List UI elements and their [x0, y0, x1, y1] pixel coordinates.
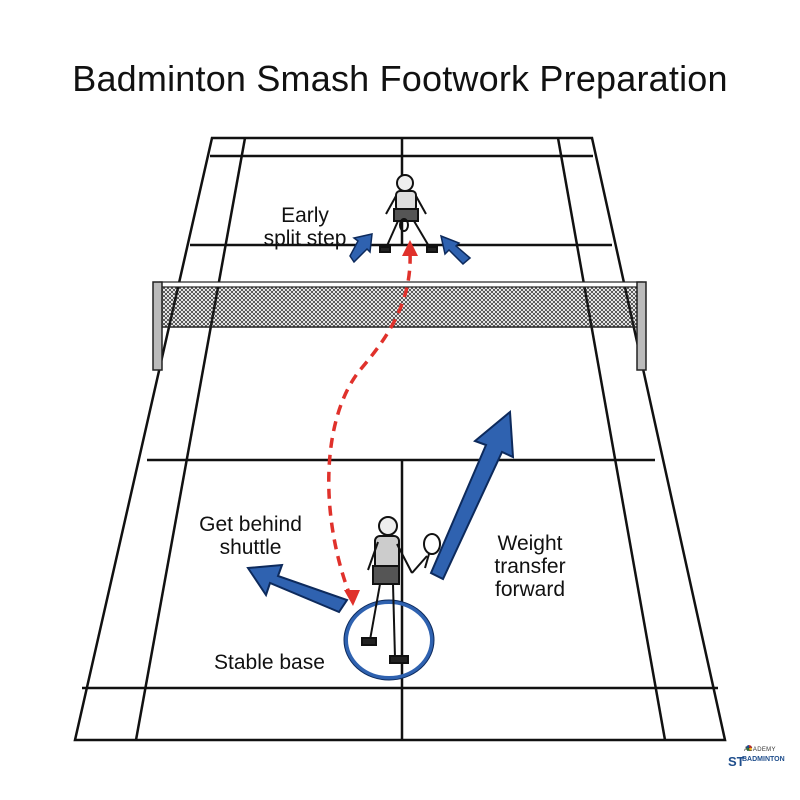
split-step-label: Early split step	[250, 204, 360, 250]
logo-mark: ST	[728, 754, 745, 769]
split-step-arrow-left	[349, 233, 373, 264]
weight-transfer-label-line3: forward	[494, 578, 566, 601]
logo-line1: ACADEMY	[744, 747, 776, 753]
net-post-right	[636, 281, 647, 371]
side-line-inner-right	[556, 137, 667, 741]
diagram-title: Badminton Smash Footwork Preparation	[72, 58, 728, 99]
court-boundary	[73, 136, 727, 742]
stable-base-ring	[344, 600, 434, 680]
far-player-figure	[379, 174, 438, 253]
net-tape	[159, 281, 643, 288]
logo-emblem-icon	[746, 745, 752, 751]
get-behind-label: Get behind shuttle	[183, 513, 318, 559]
net	[152, 281, 647, 371]
weight-transfer-label-line1: Weight	[497, 532, 563, 555]
get-behind-label-line2: shuttle	[219, 536, 282, 559]
split-step-label-line2: split step	[263, 227, 347, 250]
academy-logo: ST ACADEMY BADMINTON	[728, 744, 792, 774]
shuttle-trajectory	[327, 251, 412, 599]
logo-line2: BADMINTON	[742, 756, 785, 763]
split-step-label-line1: Early	[281, 204, 329, 227]
net-post-left	[152, 281, 163, 371]
near-player-figure	[361, 516, 428, 664]
stable-base-label: Stable base	[214, 651, 325, 674]
court-lines	[73, 136, 727, 742]
weight-transfer-label-line2: transfer	[494, 555, 566, 578]
racket	[423, 533, 441, 569]
get-behind-label-line1: Get behind	[199, 513, 302, 536]
get-behind-arrow	[246, 563, 349, 614]
split-step-arrow-right	[439, 234, 472, 266]
shuttle-trajectory-head-top	[402, 240, 418, 256]
weight-transfer-arrow	[429, 409, 515, 581]
weight-transfer-label: Weight transfer forward	[470, 532, 590, 601]
side-line-inner-left	[134, 137, 247, 741]
shuttle-trajectory-head-bottom	[344, 590, 360, 606]
